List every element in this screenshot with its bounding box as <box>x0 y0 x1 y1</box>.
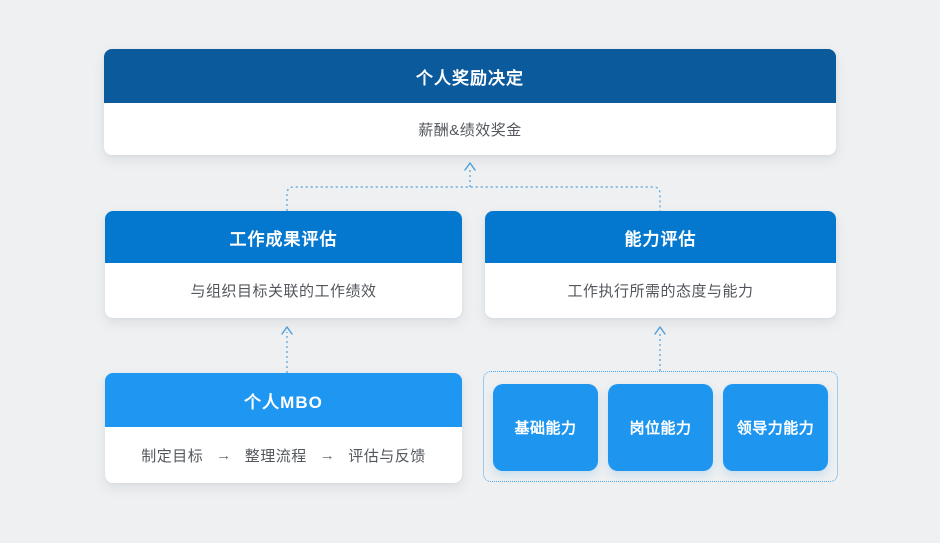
right-arrow-icon: → <box>216 446 232 464</box>
card-work-result: 工作成果评估 与组织目标关联的工作绩效 <box>105 211 462 318</box>
up-arrowhead-top <box>464 162 476 171</box>
card-work-result-title: 工作成果评估 <box>229 229 338 249</box>
card-reward-header: 个人奖励决定 <box>104 49 836 103</box>
mbo-step-2: 整理流程 <box>244 447 307 465</box>
mbo-step-1: 制定目标 <box>141 447 204 465</box>
ability-pill-position: 岗位能力 <box>608 384 713 471</box>
ability-pill-basic: 基础能力 <box>493 384 598 471</box>
card-reward-title: 个人奖励决定 <box>416 68 524 88</box>
mbo-step-3: 评估与反馈 <box>348 447 426 465</box>
card-work-result-body-text: 与组织目标关联的工作绩效 <box>190 283 377 300</box>
card-ability-title: 能力评估 <box>624 229 697 249</box>
card-work-result-body: 与组织目标关联的工作绩效 <box>105 263 462 318</box>
card-reward-body-text: 薪酬&绩效奖金 <box>418 121 522 139</box>
card-reward-body: 薪酬&绩效奖金 <box>104 103 836 155</box>
card-mbo-title: 个人MBO <box>244 392 323 412</box>
card-mbo-header: 个人MBO <box>105 373 462 427</box>
ability-pill-basic-label: 基础能力 <box>514 420 577 437</box>
ability-pill-leadership: 领导力能力 <box>723 384 828 471</box>
card-work-result-header: 工作成果评估 <box>105 211 462 263</box>
card-mbo-body: 制定目标 → 整理流程 → 评估与反馈 <box>105 427 462 483</box>
up-arrowhead-left <box>281 326 293 335</box>
card-reward: 个人奖励决定 薪酬&绩效奖金 <box>104 49 836 155</box>
card-ability-body: 工作执行所需的态度与能力 <box>485 263 836 318</box>
ability-items-group: 基础能力 岗位能力 领导力能力 <box>483 371 838 482</box>
card-mbo: 个人MBO 制定目标 → 整理流程 → 评估与反馈 <box>105 373 462 483</box>
card-ability-body-text: 工作执行所需的态度与能力 <box>567 283 754 300</box>
ability-pill-leadership-label: 领导力能力 <box>736 420 815 437</box>
up-arrowhead-right <box>654 326 666 335</box>
ability-pill-position-label: 岗位能力 <box>629 420 692 437</box>
right-arrow-icon: → <box>319 446 336 464</box>
merge-bracket-connector <box>286 186 661 211</box>
card-ability: 能力评估 工作执行所需的态度与能力 <box>485 211 836 318</box>
card-ability-header: 能力评估 <box>485 211 836 263</box>
